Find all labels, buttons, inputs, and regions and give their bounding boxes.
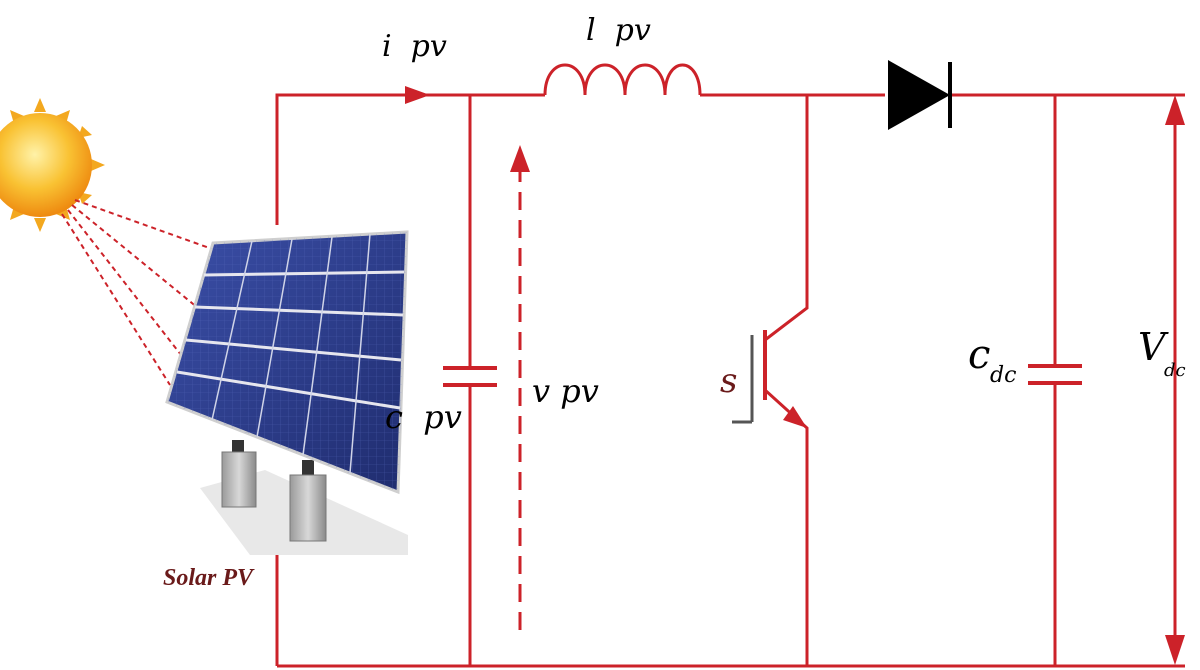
vpv-arrow-icon xyxy=(510,145,530,630)
label-c-pv: c pv xyxy=(385,398,462,436)
switch-igbt-icon xyxy=(732,330,807,428)
capacitor-cdc-icon xyxy=(1028,364,1082,385)
label-c-dc: c xyxy=(968,332,990,378)
label-solar-pv: Solar PV xyxy=(163,565,255,591)
label-v-dc-sub: dc xyxy=(1164,360,1186,381)
switch-branch-top xyxy=(764,95,809,342)
sun-icon xyxy=(0,98,105,232)
diode-icon xyxy=(888,60,952,130)
capacitor-cpv-icon xyxy=(443,366,497,387)
vdc-arrow-icon xyxy=(1165,95,1185,665)
sun-rays xyxy=(61,199,216,386)
pv-left-wire xyxy=(275,93,545,225)
label-switch: s xyxy=(720,361,737,401)
label-v-dc: V xyxy=(1138,325,1169,369)
label-l-pv: l pv xyxy=(586,13,651,48)
label-i-pv: i pv xyxy=(382,29,447,64)
label-c-dc-sub: dc xyxy=(990,363,1016,388)
label-v-pv: v pv xyxy=(532,372,599,410)
solar-panel-icon xyxy=(165,230,409,555)
current-arrow-icon xyxy=(405,86,430,104)
switch-branch-bottom xyxy=(763,388,809,666)
inductor-icon xyxy=(543,63,702,96)
